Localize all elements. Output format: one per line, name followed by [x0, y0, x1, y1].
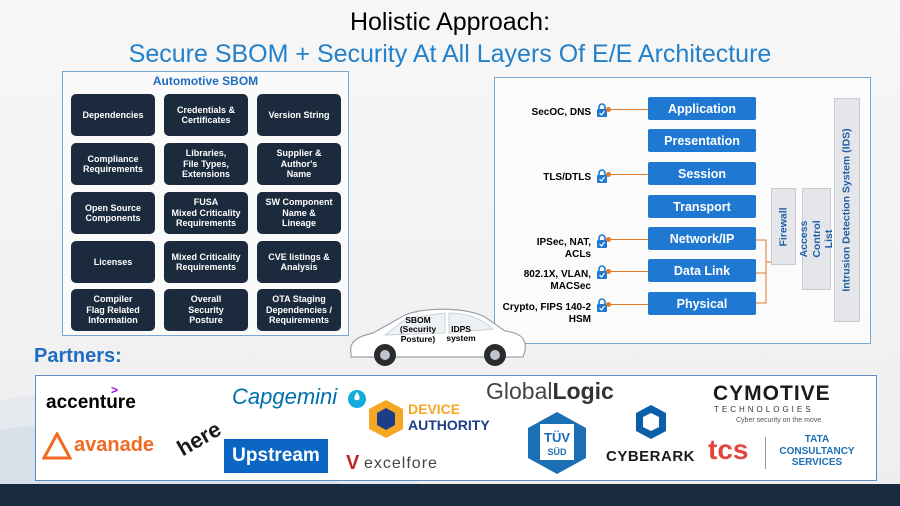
security-label-network: IPSec, NAT, ACLs — [536, 237, 591, 260]
sbom-tile: CVE listings & Analysis — [257, 241, 341, 283]
cymotive-subtitle: TECHNOLOGIES — [714, 405, 814, 414]
connector-dot — [606, 172, 611, 177]
acl-label: Access Control List — [797, 220, 835, 258]
here-logo: here — [172, 416, 226, 462]
tuv-sud-logo-icon — [528, 412, 586, 474]
car-illustration — [350, 308, 526, 366]
tcs-divider — [765, 437, 766, 469]
sbom-tile: Dependencies — [71, 94, 155, 136]
firewall-bar: Firewall — [771, 188, 796, 265]
lock-icon — [597, 169, 607, 183]
car-idps-label: IDPS system — [446, 324, 476, 344]
tcs-logo: tcs — [708, 434, 749, 465]
sbom-tile: Credentials & Certificates — [164, 94, 248, 136]
globallogic-logo-a: Global — [486, 378, 553, 404]
tuv-sud-logo-text: SÜD — [547, 447, 567, 457]
capgemini-logo: Capgemini — [232, 384, 338, 409]
cyberark-mark-icon — [636, 405, 666, 439]
tata-consultancy-logo: CONSULTANCY SERVICES — [779, 446, 855, 468]
device-authority-logo-line1: DEVICE — [408, 401, 461, 417]
osi-security-panel: Application Presentation Session Transpo… — [494, 77, 871, 344]
sbom-tile: SW Component Name & Lineage — [257, 192, 341, 234]
cymotive-logo: CYMOTIVE — [713, 382, 831, 405]
sbom-tile: Mixed Criticality Requirements — [164, 241, 248, 283]
security-label-physical: Crypto, FIPS 140-2 HSM — [502, 302, 591, 325]
partners-logo-panel: accenture > avanade here Capgemini Upstr… — [35, 375, 877, 481]
security-label-session: TLS/DTLS — [543, 172, 591, 183]
sbom-tile: Libraries, File Types, Extensions — [164, 143, 248, 185]
connector — [608, 271, 648, 272]
sbom-tile: Supplier & Author's Name — [257, 143, 341, 185]
sbom-tile: Compliance Requirements — [71, 143, 155, 185]
partners-heading: Partners: — [34, 345, 122, 367]
globallogic-logo: GlobalLogic — [486, 378, 614, 405]
sbom-tile: FUSA Mixed Criticality Requirements — [164, 192, 248, 234]
connector-dot — [606, 302, 611, 307]
sbom-tile: OTA Staging Dependencies / Requirements — [257, 289, 341, 331]
avanade-mark-icon — [42, 432, 72, 460]
sbom-tile: Compiler Flag Related Information — [71, 289, 155, 331]
connector — [608, 109, 648, 110]
layer-physical: Physical — [648, 292, 756, 315]
layer-presentation: Presentation — [648, 129, 756, 152]
cymotive-tagline: Cyber security on the move — [736, 417, 822, 424]
sbom-heading: Automotive SBOM — [152, 74, 259, 88]
sbom-tile: Open Source Components — [71, 192, 155, 234]
lock-icon — [597, 265, 607, 279]
excelfore-mark-icon: V — [346, 452, 360, 474]
security-label-data-link: 802.1X, VLAN, MACSec — [523, 269, 591, 292]
slide-subtitle: Secure SBOM + Security At All Layers Of … — [128, 40, 772, 68]
ids-label: Intrusion Detection System (IDS) — [840, 128, 853, 292]
globallogic-logo-b: Logic — [552, 378, 614, 404]
sbom-tile: Licenses — [71, 241, 155, 283]
footer-bar — [0, 484, 900, 506]
lock-icon — [597, 103, 607, 117]
device-authority-mark-icon — [369, 400, 403, 438]
ids-bar: Intrusion Detection System (IDS) — [834, 98, 860, 322]
accenture-logo: accenture — [46, 392, 136, 413]
accenture-mark-icon: > — [111, 383, 119, 397]
firewall-label: Firewall — [777, 206, 790, 247]
sbom-tile: Overall Security Posture — [164, 289, 248, 331]
connector — [608, 174, 648, 175]
connector-dot — [606, 237, 611, 242]
lock-icon — [597, 234, 607, 248]
cyberark-logo: CYBERARK — [606, 448, 696, 465]
excelfore-logo: excelfore — [364, 455, 438, 472]
slide-title: Holistic Approach: — [349, 8, 551, 36]
layer-transport: Transport — [648, 195, 756, 218]
access-control-list-bar: Access Control List — [798, 188, 835, 290]
security-label-application: SecOC, DNS — [531, 107, 591, 118]
sbom-tile: Version String — [257, 94, 341, 136]
layer-data-link: Data Link — [648, 259, 756, 282]
layer-application: Application — [648, 97, 756, 120]
lock-icon — [597, 298, 607, 312]
layer-network-ip: Network/IP — [648, 227, 756, 250]
layer-session: Session — [648, 162, 756, 185]
avanade-logo: avanade — [74, 434, 155, 456]
automotive-sbom-panel: Automotive SBOM Dependencies Credentials… — [62, 71, 349, 336]
car-sbom-label: SBOM (Security Posture) — [399, 315, 437, 344]
connector-dot — [606, 269, 611, 274]
connector — [608, 239, 648, 240]
upstream-logo: Upstream — [224, 439, 328, 473]
tata-logo: TATA — [804, 434, 830, 445]
device-authority-logo-line2: AUTHORITY — [408, 417, 490, 433]
connector-dot — [606, 107, 611, 112]
connector — [608, 304, 648, 305]
capgemini-spade-icon — [348, 390, 366, 408]
tuv-logo-text: TÜV — [544, 430, 570, 445]
